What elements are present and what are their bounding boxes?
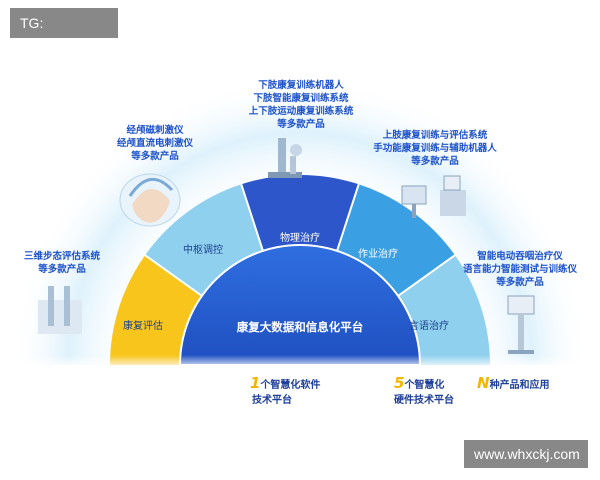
- label-occupational-therapy: 作业治疗: [358, 247, 398, 260]
- label-physical-therapy: 物理治疗: [280, 231, 320, 244]
- caption-line: 经颅磁刺激仪: [126, 125, 184, 136]
- footer-software-platform: 1个智慧化软件 技术平台: [250, 376, 320, 408]
- lower-limb-robot-icon: [268, 138, 302, 178]
- label-central-regulation: 中枢调控: [183, 243, 223, 256]
- caption-line: 等多款产品: [411, 156, 459, 167]
- footer-products: N种产品和应用: [477, 376, 550, 393]
- caption-line: 下肢智能康复训练系统: [253, 93, 349, 104]
- gait-assessment-icon: [38, 286, 82, 334]
- caption-line: 语言能力智能测试与训练仪: [462, 264, 577, 275]
- caption-line: 等多款产品: [496, 277, 544, 288]
- caption-line: 等多款产品: [38, 264, 86, 275]
- caption-line: 三维步态评估系统: [23, 251, 100, 262]
- footer-hardware-number: 5: [394, 374, 405, 392]
- inner-platform-disc: [178, 244, 422, 366]
- caption-line: 智能电动吞咽治疗仪: [477, 251, 563, 262]
- caption-occupational-therapy: 上肢康复训练与评估系统 手功能康复训练与辅助机器人 等多款产品: [360, 129, 510, 168]
- caption-line: 经颅直流电刺激仪: [116, 138, 193, 149]
- footer-products-text: 种产品和应用: [489, 380, 550, 391]
- caption-physical-therapy: 下肢康复训练机器人 下肢智能康复训练系统 上下肢运动康复训练系统 等多款产品: [226, 79, 376, 131]
- segment-central-regulation: [145, 184, 263, 296]
- swallow-therapy-device-icon: [507, 295, 535, 354]
- caption-rehab-assessment: 三维步态评估系统 等多款产品: [12, 250, 112, 276]
- caption-speech-therapy: 智能电动吞咽治疗仪 语言能力智能测试与训练仪 等多款产品: [450, 250, 590, 289]
- segment-rehab-assessment: [110, 255, 202, 365]
- footer-software-line1: 个智慧化软件: [260, 380, 321, 391]
- caption-central-regulation: 经颅磁刺激仪 经颅直流电刺激仪 等多款产品: [100, 124, 210, 163]
- footer-software-number: 1: [250, 374, 261, 392]
- caption-line: 等多款产品: [131, 151, 179, 162]
- head-coil-device-icon: [119, 173, 181, 227]
- segment-occupational-therapy: [337, 184, 455, 296]
- caption-line: 上肢康复训练与评估系统: [382, 130, 488, 141]
- label-speech-therapy: 言语治疗: [409, 319, 449, 332]
- footer-hardware-platform: 5个智慧化 硬件技术平台: [394, 376, 454, 408]
- segment-speech-therapy: [398, 255, 490, 365]
- label-rehab-assessment: 康复评估: [123, 319, 163, 332]
- caption-line: 手功能康复训练与辅助机器人: [373, 143, 497, 154]
- segment-physical-therapy: [241, 175, 359, 252]
- watermark-bottom: www.whxckj.com: [464, 440, 588, 468]
- footer-software-line2: 技术平台: [252, 395, 292, 406]
- watermark-top: TG: MYYJJPP: [10, 8, 118, 61]
- caption-line: 上下肢运动康复训练系统: [248, 106, 354, 117]
- footer-products-letter: N: [477, 374, 490, 392]
- bottom-fade: [0, 355, 600, 369]
- segment-dividers: [144, 183, 456, 297]
- caption-line: 等多款产品: [277, 119, 325, 130]
- footer-hardware-line2: 硬件技术平台: [394, 395, 454, 406]
- caption-line: 下肢康复训练机器人: [258, 80, 344, 91]
- footer-hardware-line1: 个智慧化: [404, 380, 445, 391]
- center-platform-label: 康复大数据和信息化平台: [237, 320, 364, 334]
- upper-limb-system-icon: [401, 175, 466, 218]
